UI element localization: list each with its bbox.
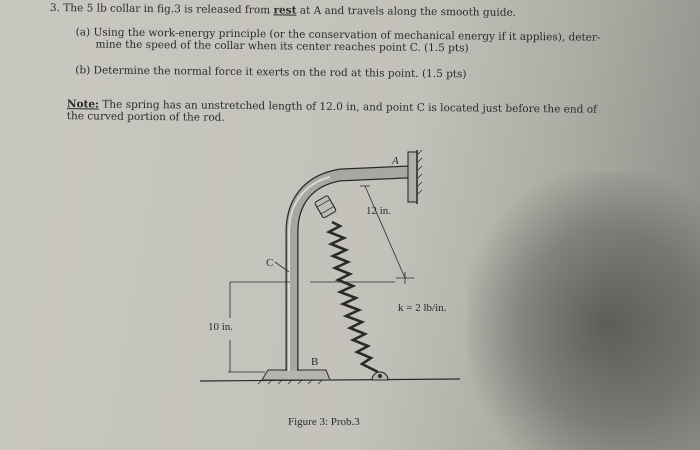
label-12in: 12 in.	[366, 205, 391, 217]
label-k: k = 2 lb/in.	[398, 302, 447, 314]
label-a: A	[391, 155, 399, 167]
label-10in: 10 in.	[208, 321, 233, 333]
rod-outline	[285, 165, 409, 371]
collar	[314, 195, 337, 219]
spring-pin	[378, 374, 382, 378]
wall-hatch	[416, 149, 423, 196]
figure-caption: Figure 3: Prob.3	[288, 416, 360, 428]
label-c: C	[266, 257, 273, 269]
wall-bracket	[407, 151, 418, 203]
rod	[286, 166, 409, 371]
label-b: B	[311, 356, 318, 368]
c-leader	[274, 261, 290, 273]
ground-hatch	[257, 379, 323, 385]
dim-12in-line	[364, 185, 406, 279]
spring	[325, 220, 379, 374]
rod-highlight	[288, 176, 331, 371]
base-block	[261, 369, 331, 381]
